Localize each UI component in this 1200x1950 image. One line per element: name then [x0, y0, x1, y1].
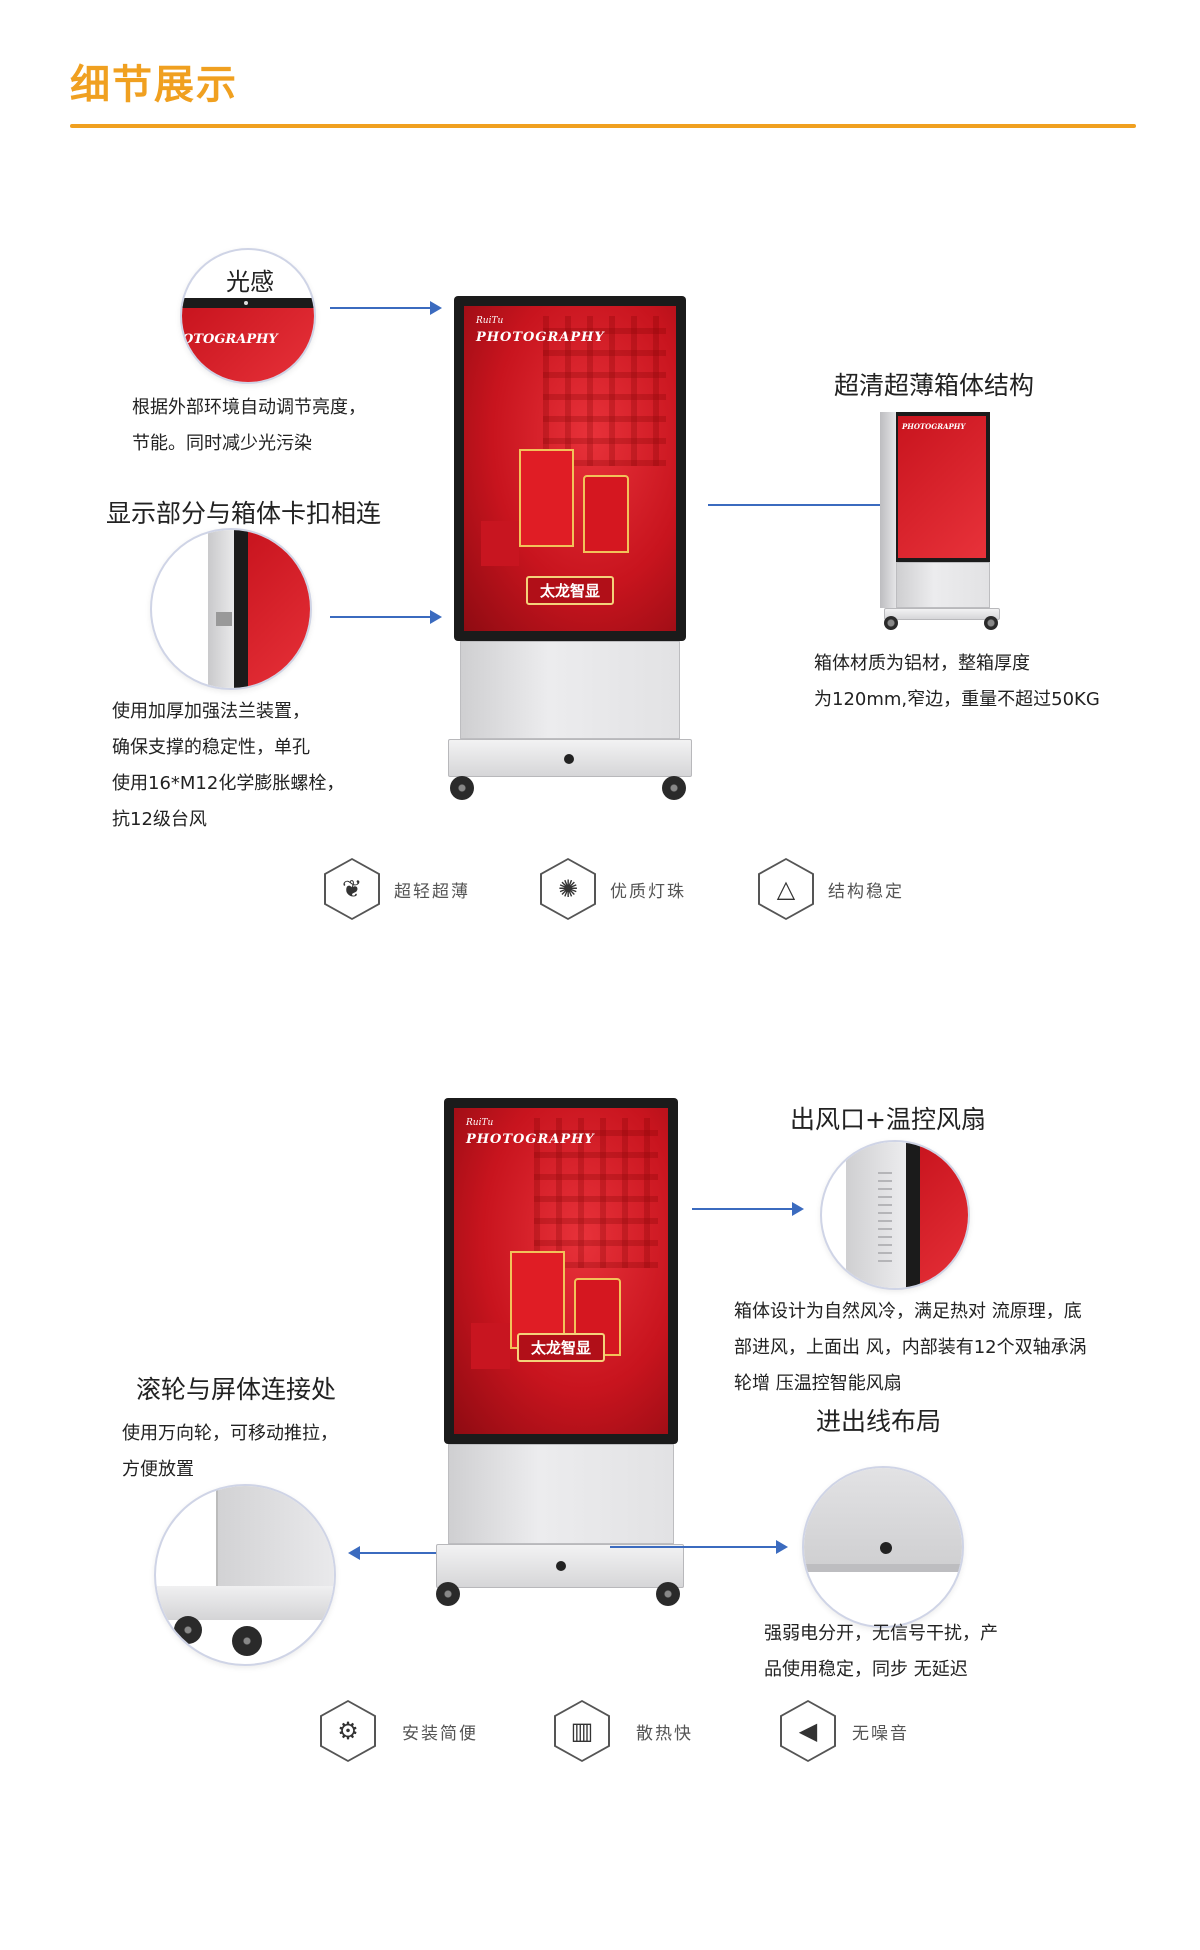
lens-brand-text: OTOGRAPHY [182, 332, 278, 347]
caster-wheel [450, 776, 474, 800]
port-hole [564, 754, 574, 764]
caster-wheel [656, 1582, 680, 1606]
screen-brand: RuiTu PHOTOGRAPHY [476, 316, 605, 345]
light-sense-desc: 根据外部环境自动调节亮度， 节能。同时减少光污染 [132, 397, 366, 454]
kiosk-product-2: RuiTu PHOTOGRAPHY 太龙智显 [430, 1098, 690, 1624]
structure-title: 超清超薄箱体结构 [834, 371, 1035, 400]
wheel-connect-desc: 使用万向轮，可移动推拉， 方便放置 [122, 1423, 338, 1480]
kiosk-display: RuiTu PHOTOGRAPHY 太龙智显 [444, 1098, 678, 1444]
triangle-icon: △ [758, 858, 814, 920]
kiosk-base [436, 1544, 684, 1588]
wheel-connect-arrow [348, 1546, 436, 1560]
mute-speaker-icon: ◀ [780, 1700, 836, 1762]
feature-item: ✺ 优质灯珠 [540, 858, 686, 920]
wheel-connect-lens [154, 1484, 336, 1666]
caster-wheel [662, 776, 686, 800]
feature-item: ▥ 散热快 [554, 1700, 693, 1762]
kiosk-side-view: PHOTOGRAPHY [880, 412, 1004, 632]
screen-badge: 太龙智显 [516, 1333, 606, 1363]
feature-item: ⚙ 安装简便 [320, 1700, 478, 1762]
page-title: 细节展示 [70, 62, 238, 108]
screen-brand: RuiTu PHOTOGRAPHY [466, 1118, 595, 1147]
caster-wheel [436, 1582, 460, 1606]
screen-badge: 太龙智显 [525, 576, 615, 605]
feature-item: ◀ 无噪音 [780, 1700, 909, 1762]
light-sense-arrow [330, 301, 442, 315]
clip-connect-lens [150, 528, 312, 690]
thumb-brand: PHOTOGRAPHY [902, 422, 966, 431]
gears-hand-icon: ⚙ [320, 1700, 376, 1762]
feather-icon: ❦ [324, 858, 380, 920]
vent-lens [820, 1140, 970, 1290]
vent-desc: 箱体设计为自然风冷，满足热对 流原理，底 部进风，上面出 风，内部装有12个双轴… [734, 1301, 1087, 1394]
kiosk-screen: RuiTu PHOTOGRAPHY 太龙智显 [464, 306, 676, 631]
wiring-lens [802, 1466, 964, 1628]
light-sense-title: 光感 [222, 262, 278, 297]
kiosk-base [448, 739, 692, 777]
kiosk-product-1: RuiTu PHOTOGRAPHY 太龙智显 [448, 296, 692, 806]
kiosk-cabinet [460, 641, 680, 739]
structure-desc: 箱体材质为铝材，整箱厚度 为120mm,窄边，重量不超过50KG [814, 653, 1100, 710]
feature-item: △ 结构稳定 [758, 858, 904, 920]
feature-item: ❦ 超轻超薄 [324, 858, 470, 920]
wiring-arrow [610, 1540, 788, 1554]
title-divider [70, 124, 1136, 128]
structure-arrow [708, 498, 892, 512]
port-hole [556, 1561, 566, 1571]
clip-connect-title: 显示部分与箱体卡扣相连 [106, 499, 382, 528]
clip-connect-desc: 使用加厚加强法兰装置， 确保支撑的稳定性，单孔 使用16*M12化学膨胀螺栓， … [112, 701, 345, 830]
wheel-connect-title: 滚轮与屏体连接处 [136, 1375, 337, 1404]
vent-title: 出风口+温控风扇 [790, 1105, 986, 1134]
kiosk-cabinet [448, 1444, 674, 1544]
kiosk-display: RuiTu PHOTOGRAPHY 太龙智显 [454, 296, 686, 641]
vent-arrow [692, 1202, 804, 1216]
clip-connect-arrow [330, 610, 442, 624]
radiator-icon: ▥ [554, 1700, 610, 1762]
kiosk-screen: RuiTu PHOTOGRAPHY 太龙智显 [454, 1108, 668, 1434]
wiring-title: 进出线布局 [816, 1407, 942, 1436]
bulb-icon: ✺ [540, 858, 596, 920]
wiring-desc: 强弱电分开，无信号干扰，产 品使用稳定，同步 无延迟 [764, 1623, 998, 1680]
